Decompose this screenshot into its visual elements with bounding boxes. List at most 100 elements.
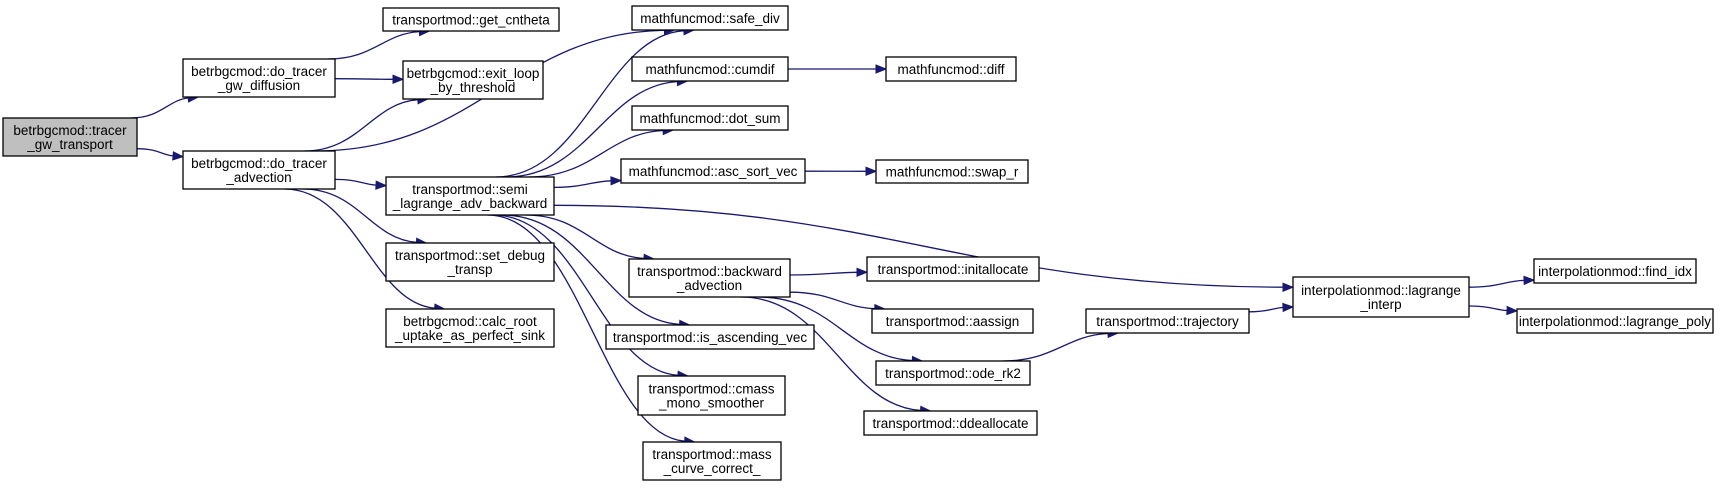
node-label-line: _by_threshold <box>430 80 516 95</box>
node-label-line: transportmod::trajectory <box>1096 314 1239 329</box>
node-asc[interactable]: mathfuncmod::asc_sort_vec <box>620 158 806 184</box>
node-aass[interactable]: transportmod::aassign <box>871 308 1034 334</box>
node-label-line: transportmod::ddeallocate <box>872 416 1028 431</box>
node-label-line: mathfuncmod::cumdif <box>645 62 774 77</box>
node-dadv[interactable]: betrbgcmod::do_tracer_advection <box>182 150 336 190</box>
edge-line <box>492 214 678 376</box>
arrowhead-icon <box>1282 282 1295 292</box>
node-getc[interactable]: transportmod::get_cntheta <box>382 7 560 32</box>
edge-line <box>1248 306 1284 313</box>
edge-line <box>505 80 678 178</box>
node-box <box>871 308 1034 334</box>
edge-line <box>327 30 420 60</box>
edge-line <box>1002 332 1109 362</box>
node-label-line: transportmod::cmass <box>648 382 774 397</box>
edge-line <box>304 99 418 152</box>
node-box <box>605 324 815 350</box>
node-box <box>1533 258 1697 284</box>
node-label-line: interpolationmod::lagrange_poly <box>1519 314 1711 329</box>
edge-line <box>284 188 435 309</box>
node-lagp[interactable]: interpolationmod::lagrange_poly <box>1516 308 1714 334</box>
node-mass[interactable]: transportmod::mass_curve_correct_ <box>642 441 782 481</box>
edge-semi-to-safe <box>495 25 696 178</box>
node-safe[interactable]: mathfuncmod::safe_div <box>631 5 789 31</box>
node-box <box>1516 308 1714 334</box>
arrowhead-icon <box>856 267 869 278</box>
node-box <box>2 117 138 157</box>
edge-cumd-to-diff <box>788 64 888 74</box>
node-dots[interactable]: mathfuncmod::dot_sum <box>631 105 789 131</box>
node-label-line: _gw_diffusion <box>217 78 300 93</box>
arrowhead-icon <box>1523 275 1536 286</box>
edge-line <box>502 214 680 326</box>
edge-dadv-to-semi <box>334 178 388 190</box>
node-label-line: betrbgcmod::do_tracer <box>191 156 327 171</box>
node-label-line: _curve_correct_ <box>663 461 761 476</box>
node-root: betrbgcmod::tracer_gw_transport <box>2 117 138 157</box>
node-label-line: _lagrange_adv_backward <box>392 196 548 211</box>
node-lagi[interactable]: interpolationmod::lagrange_interp <box>1292 276 1470 318</box>
node-box <box>863 410 1038 436</box>
node-diff[interactable]: mathfuncmod::diff <box>885 56 1017 82</box>
node-box <box>631 56 789 82</box>
node-box <box>385 308 555 348</box>
arrowhead-icon <box>875 64 888 74</box>
node-traj[interactable]: transportmod::trajectory <box>1085 308 1250 334</box>
node-calc[interactable]: betrbgcmod::calc_root_uptake_as_perfect_… <box>385 308 555 348</box>
node-ddea[interactable]: transportmod::ddeallocate <box>863 410 1038 436</box>
edge-line <box>553 204 1284 288</box>
node-label-line: mathfuncmod::dot_sum <box>639 111 780 126</box>
node-isasc[interactable]: transportmod::is_ascending_vec <box>605 324 815 350</box>
arrowhead-icon <box>610 176 623 186</box>
edge-line <box>789 271 858 276</box>
node-label-line: _advection <box>676 278 742 293</box>
edge-line <box>1468 279 1525 288</box>
node-label-line: _transp <box>446 262 492 277</box>
edge-line <box>302 188 417 243</box>
edge-line <box>741 296 921 412</box>
node-cmass[interactable]: transportmod::cmass_mono_smoother <box>637 375 786 416</box>
edge-line <box>495 30 684 178</box>
node-ode[interactable]: transportmod::ode_rk2 <box>875 360 1031 386</box>
node-semi[interactable]: transportmod::semi_lagrange_adv_backward <box>385 176 555 216</box>
node-back[interactable]: transportmod::backward_advection <box>628 258 791 298</box>
node-box <box>385 242 555 282</box>
node-box <box>1292 276 1470 318</box>
node-box <box>182 150 336 190</box>
node-box <box>631 5 789 31</box>
node-box <box>1085 308 1250 334</box>
edge-lagi-to-lagp <box>1468 305 1519 316</box>
edge-line <box>334 178 377 186</box>
node-cumd[interactable]: mathfuncmod::cumdif <box>631 56 789 82</box>
edge-dgw-to-exitl <box>334 74 405 85</box>
node-findi[interactable]: interpolationmod::find_idx <box>1533 258 1697 284</box>
function-nodes: betrbgcmod::tracer_gw_transportbetrbgcmo… <box>2 5 1714 481</box>
edge-lagi-to-findi <box>1468 275 1536 288</box>
node-box <box>631 105 789 131</box>
node-label-line: interpolationmod::find_idx <box>1538 264 1692 279</box>
edge-line <box>525 214 645 260</box>
node-inita[interactable]: transportmod::initallocate <box>866 256 1040 282</box>
node-exitl[interactable]: betrbgcmod::exit_loop_by_threshold <box>402 60 544 100</box>
node-box <box>637 375 786 416</box>
node-setd[interactable]: transportmod::set_debug_transp <box>385 242 555 282</box>
edge-line <box>136 148 174 157</box>
node-label-line: betrbgcmod::tracer <box>13 123 127 138</box>
edge-dgw-to-getc <box>327 26 431 60</box>
arrowhead-icon <box>392 74 405 85</box>
node-box <box>182 58 336 98</box>
node-dgw[interactable]: betrbgcmod::do_tracer_gw_diffusion <box>182 58 336 98</box>
node-label-line: _advection <box>225 170 291 185</box>
node-box <box>885 56 1017 82</box>
node-label-line: betrbgcmod::exit_loop <box>407 66 540 81</box>
arrowhead-icon <box>865 166 878 177</box>
node-label-line: mathfuncmod::diff <box>897 62 1004 77</box>
edge-semi-to-lagi <box>553 204 1295 292</box>
node-label-line: transportmod::backward <box>637 264 782 279</box>
node-box <box>875 360 1031 386</box>
node-label-line: transportmod::initallocate <box>878 262 1029 277</box>
node-swap[interactable]: mathfuncmod::swap_r <box>875 159 1029 184</box>
edge-ode-to-traj <box>1002 328 1120 362</box>
node-label-line: transportmod::is_ascending_vec <box>613 330 808 345</box>
